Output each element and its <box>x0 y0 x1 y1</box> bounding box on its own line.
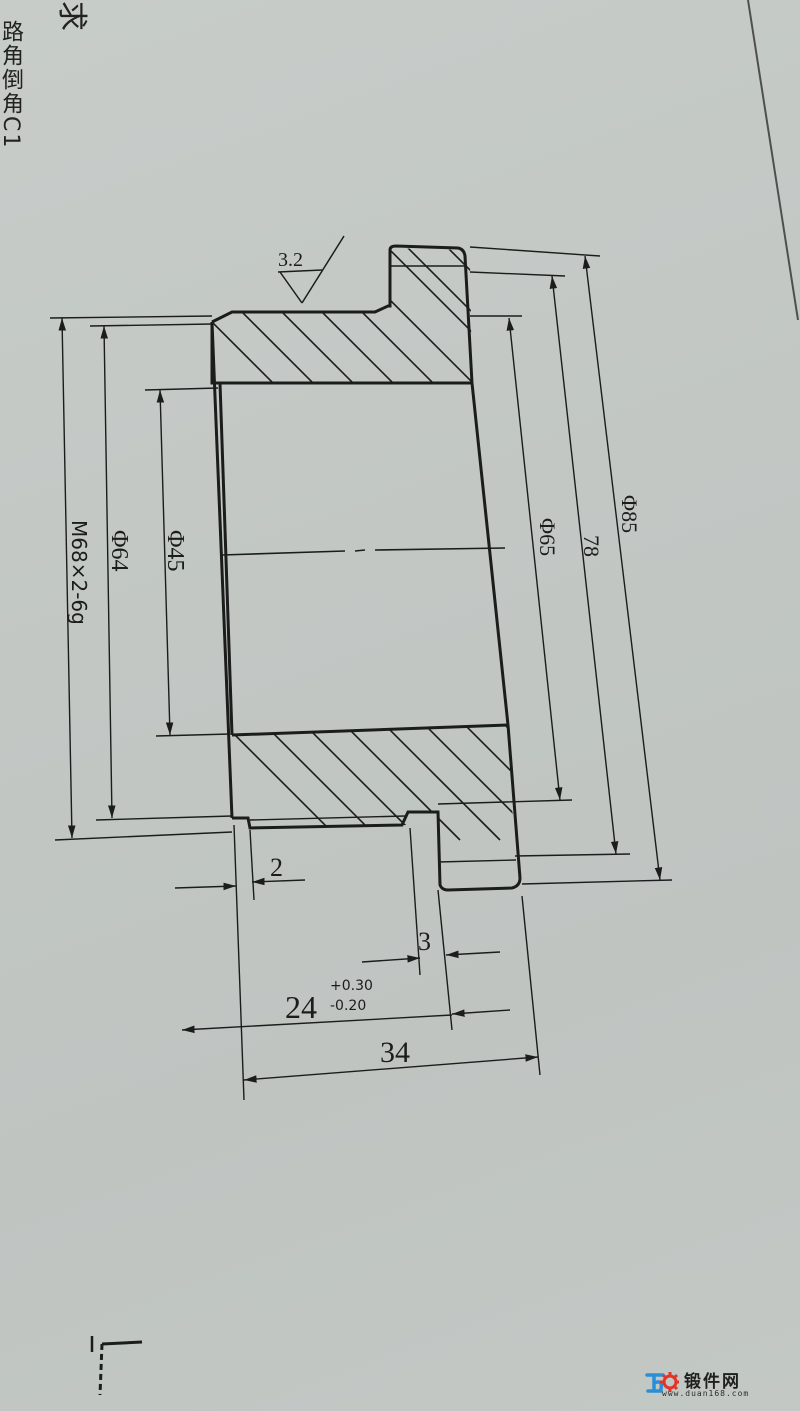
bottom-wall-section <box>232 724 522 892</box>
watermark-url: www.duan168.com <box>662 1389 750 1398</box>
dim-phi64-label: Φ64 <box>106 530 132 572</box>
dim-phi85-label: Φ85 <box>617 495 642 533</box>
dim-phi45-label: Φ45 <box>162 530 188 572</box>
dim-24-tol-upper: +0.30 <box>330 978 373 994</box>
watermark: 锻件网 www.duan168.com <box>640 1365 790 1405</box>
center-line <box>221 547 506 556</box>
corner-mark <box>90 1336 143 1396</box>
dim-24-tol-lower: -0.20 <box>330 998 366 1014</box>
dim-thread-label: M68×2-6g <box>67 520 91 625</box>
dim-phi65-label: Φ65 <box>535 518 560 556</box>
dim-78-label: 78 <box>579 535 604 557</box>
dim-24-label: 24 <box>285 989 317 1025</box>
dim-2-label: 2 <box>270 853 283 882</box>
watermark-title: 锻件网 <box>684 1372 741 1392</box>
roughness-value: 3.2 <box>278 249 303 271</box>
top-wall-section <box>211 244 474 384</box>
dim-3-label: 3 <box>418 927 431 956</box>
surface-roughness-symbol: 3.2 <box>277 235 345 304</box>
margin-note: 路角倒角C1 <box>0 20 23 150</box>
dim-34-label: 34 <box>380 1036 410 1069</box>
duan168-logo-icon <box>645 1372 679 1393</box>
